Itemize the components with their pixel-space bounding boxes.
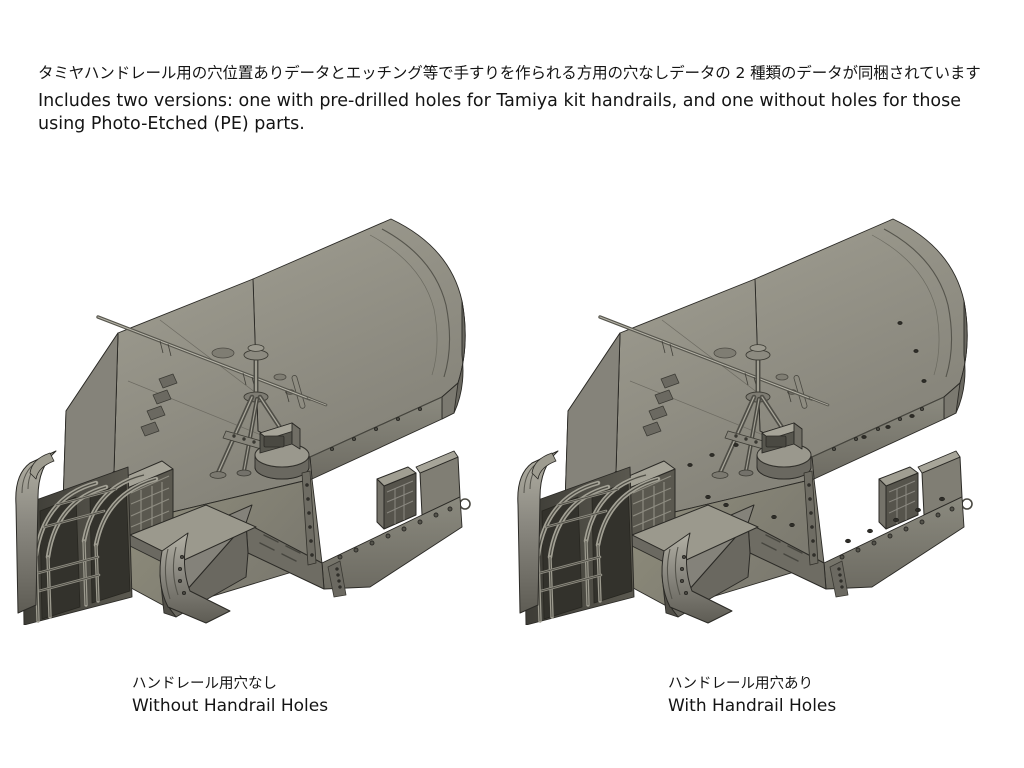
tank-hull-render-right — [517, 218, 973, 625]
description-english: Includes two versions: one with pre-dril… — [38, 91, 967, 134]
caption-right-japanese: ハンドレール用穴あり — [668, 676, 813, 692]
render-canvas-without-holes — [10, 205, 510, 625]
description-japanese: タミヤハンドレール用の穴位置ありデータとエッチング等で手すりを作られる方用の穴な… — [38, 64, 981, 82]
caption-left-japanese: ハンドレール用穴なし — [132, 676, 277, 692]
handrail-hole-group-right — [687, 321, 945, 544]
figure-with-handrail-holes — [512, 205, 1012, 625]
description-block: タミヤハンドレール用の穴位置ありデータとエッチング等で手すりを作られる方用の穴な… — [38, 62, 988, 136]
caption-with-handrail-holes: ハンドレール用穴あり With Handrail Holes — [668, 673, 836, 717]
figure-without-handrail-holes — [10, 205, 510, 625]
tank-hull-render-left — [15, 218, 471, 625]
caption-right-english: With Handrail Holes — [668, 696, 837, 716]
caption-left-english: Without Handrail Holes — [132, 696, 329, 716]
render-canvas-with-holes — [512, 205, 1012, 625]
caption-without-handrail-holes: ハンドレール用穴なし Without Handrail Holes — [132, 673, 328, 717]
figure-gallery: ハンドレール用穴なし Without Handrail Holes ハンドレール… — [0, 205, 1024, 716]
